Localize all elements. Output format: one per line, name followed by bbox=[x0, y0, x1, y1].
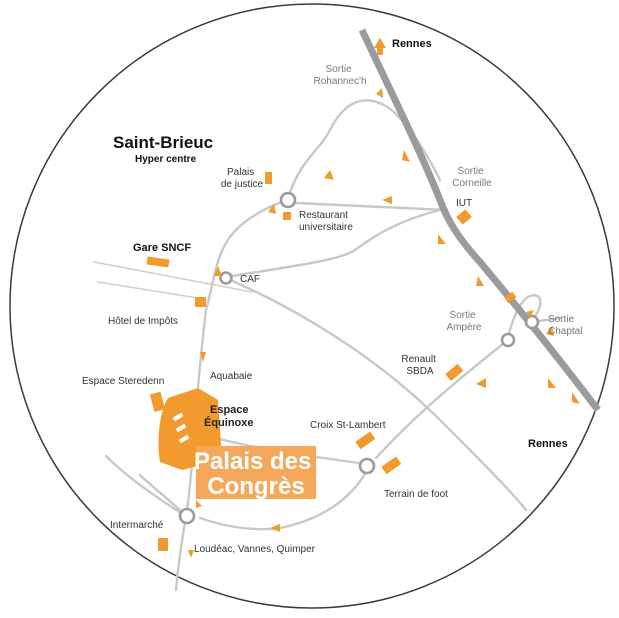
roundabout-intermarche bbox=[178, 507, 196, 525]
terrain-label: Terrain de foot bbox=[384, 489, 448, 500]
rennes-north-label: Rennes bbox=[392, 38, 432, 50]
aquabaie-label: Aquabaie bbox=[210, 371, 253, 382]
arrow-icon bbox=[270, 524, 280, 532]
direction-arrows bbox=[188, 38, 580, 558]
chaptal-building bbox=[504, 291, 517, 304]
arrow-icon bbox=[572, 392, 580, 404]
equinoxe-label: Espace Équinoxe bbox=[204, 404, 254, 429]
arrow-icon bbox=[438, 234, 446, 244]
roundabout-ampere bbox=[500, 332, 516, 348]
venue-gap-3 bbox=[178, 434, 190, 444]
arrow-icon bbox=[548, 378, 556, 388]
gare-building bbox=[146, 256, 170, 268]
arrow-icon bbox=[526, 310, 534, 318]
highway bbox=[358, 28, 601, 413]
roundabout-croix bbox=[358, 457, 376, 475]
venue-gap-1 bbox=[172, 412, 184, 422]
hotel-impots-label: Hôtel de Impôts bbox=[108, 316, 178, 327]
venue-gap-2 bbox=[175, 423, 187, 433]
croix-label: Croix St-Lambert bbox=[310, 420, 386, 431]
gare-label: Gare SNCF bbox=[133, 242, 191, 254]
iut-label: IUT bbox=[456, 198, 472, 209]
venue-label-background bbox=[196, 446, 316, 499]
arrow-icon bbox=[546, 326, 554, 336]
intermarche-label: Intermarché bbox=[110, 520, 164, 531]
restaurant-building bbox=[283, 212, 291, 220]
arrow-icon bbox=[324, 170, 334, 180]
exit-rohannech-label: Sortie Rohannec'h bbox=[313, 64, 366, 87]
arrow-icon bbox=[200, 352, 206, 362]
road-croix-south-loop bbox=[198, 470, 368, 531]
roundabout-caf bbox=[219, 271, 233, 285]
restaurant-label: Restaurant universitaire bbox=[299, 210, 353, 233]
croix-building bbox=[355, 431, 376, 450]
arrow-icon bbox=[214, 266, 222, 276]
arrow-icon bbox=[196, 500, 202, 508]
steredenn-label: Espace Steredenn bbox=[82, 376, 164, 387]
road-intermarche-west bbox=[104, 454, 188, 518]
arrow-icon bbox=[188, 550, 194, 558]
arrow-icon bbox=[376, 88, 383, 98]
venue-label: Palais des Congrès bbox=[194, 448, 318, 500]
road-west-center bbox=[204, 200, 284, 312]
arrow-icon bbox=[382, 196, 392, 204]
railway-line-2 bbox=[97, 281, 199, 299]
road-ampere-to-croix bbox=[374, 338, 510, 460]
iut-building bbox=[456, 209, 472, 225]
city-subtitle: Hyper centre bbox=[135, 154, 197, 165]
terrain-building bbox=[381, 456, 402, 475]
arrow-icon bbox=[476, 378, 486, 388]
renault-label: Renault SBDA bbox=[401, 354, 438, 377]
exit-corneille-label: Sortie Corneille bbox=[452, 166, 492, 189]
caf-label: CAF bbox=[240, 274, 260, 285]
loudeac-label: Loudéac, Vannes, Quimper bbox=[194, 544, 316, 555]
renault-building bbox=[445, 363, 464, 381]
road-diagonal-southeast bbox=[228, 278, 528, 512]
hotel-impots-building bbox=[195, 297, 206, 307]
roundabout-palais-justice bbox=[279, 191, 297, 209]
railway-line bbox=[93, 261, 253, 293]
arrow-icon bbox=[374, 38, 386, 55]
intermarche-building bbox=[158, 538, 168, 551]
road-ampere-chaptal bbox=[506, 294, 542, 340]
exit-chaptal-label: Sortie Chaptal bbox=[548, 314, 582, 337]
steredenn-building bbox=[149, 391, 166, 412]
palais-justice-building bbox=[265, 172, 272, 184]
rennes-southeast-label: Rennes bbox=[528, 438, 568, 450]
road-palais-justice-to-corneille bbox=[294, 201, 448, 212]
palais-justice-label: Palais de justice bbox=[221, 167, 264, 190]
exit-ampere-label: Sortie Ampère bbox=[446, 310, 481, 333]
arrow-icon bbox=[402, 150, 410, 162]
roundabout-chaptal bbox=[524, 314, 540, 330]
city-name: Saint-Brieuc bbox=[113, 133, 213, 152]
arrow-icon bbox=[476, 276, 484, 286]
road-caf-east bbox=[224, 208, 442, 279]
arrow-icon bbox=[268, 204, 276, 214]
